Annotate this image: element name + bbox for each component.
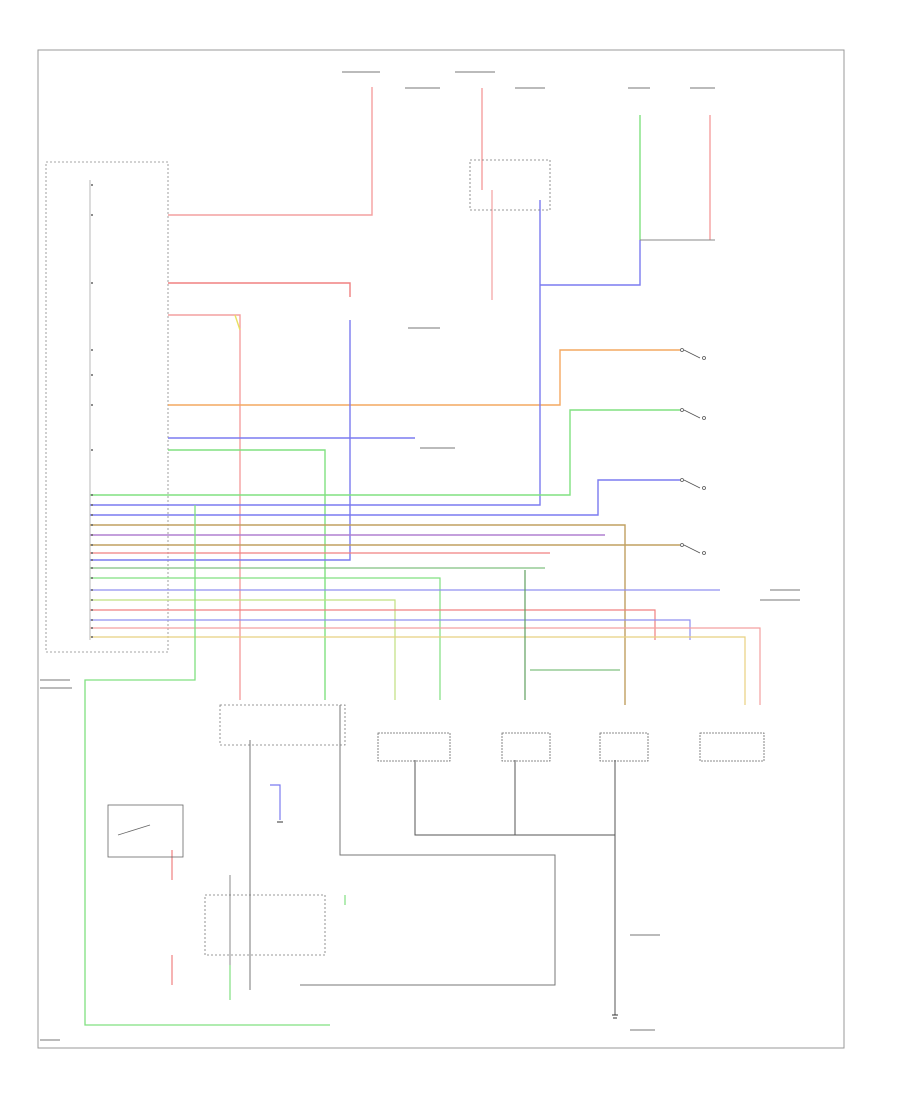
wire-blue-bottom [270,784,281,820]
connector-pins [91,184,93,638]
ground-icon [612,1014,618,1019]
wire-yellow-2 [90,636,746,705]
wire-orange [168,349,680,406]
wire-red-1 [168,282,351,297]
switch-2 [680,408,706,420]
wire-gray-loop [300,705,556,986]
switch-4 [680,543,706,555]
wire-yellowgreen [90,599,396,700]
actuator-1 [377,732,451,762]
wire-red-3 [90,609,656,640]
illegible-labels [40,71,800,1041]
actuator-4 [699,732,765,762]
lock-switch-box [204,894,326,956]
diagram-border [37,49,845,1049]
wire-pink-down [168,314,241,700]
wire-ground-1 [414,760,615,836]
lower-switch-box [107,804,184,858]
switch-1 [680,348,706,360]
control-unit-box [45,161,169,653]
actuator-3 [599,732,649,762]
wire-green-1 [168,449,326,700]
wire-blue-3 [90,200,541,506]
wire-blue-5 [90,479,680,516]
wire-blue-4 [540,240,641,286]
wire-yellow-stub [234,314,241,331]
wire-pink-top [168,87,373,216]
wire-green-4 [90,577,441,700]
switch-3 [680,478,706,490]
wire-blue-2 [90,320,351,561]
relay-box [219,704,346,746]
top-switch-box [469,159,551,211]
wire-blue-7 [90,619,691,640]
actuator-2 [501,732,551,762]
wire-pink-2 [90,627,761,705]
wire-green-2 [90,409,680,496]
wire-brown-1 [90,524,626,705]
wire-green-left [84,505,330,1026]
